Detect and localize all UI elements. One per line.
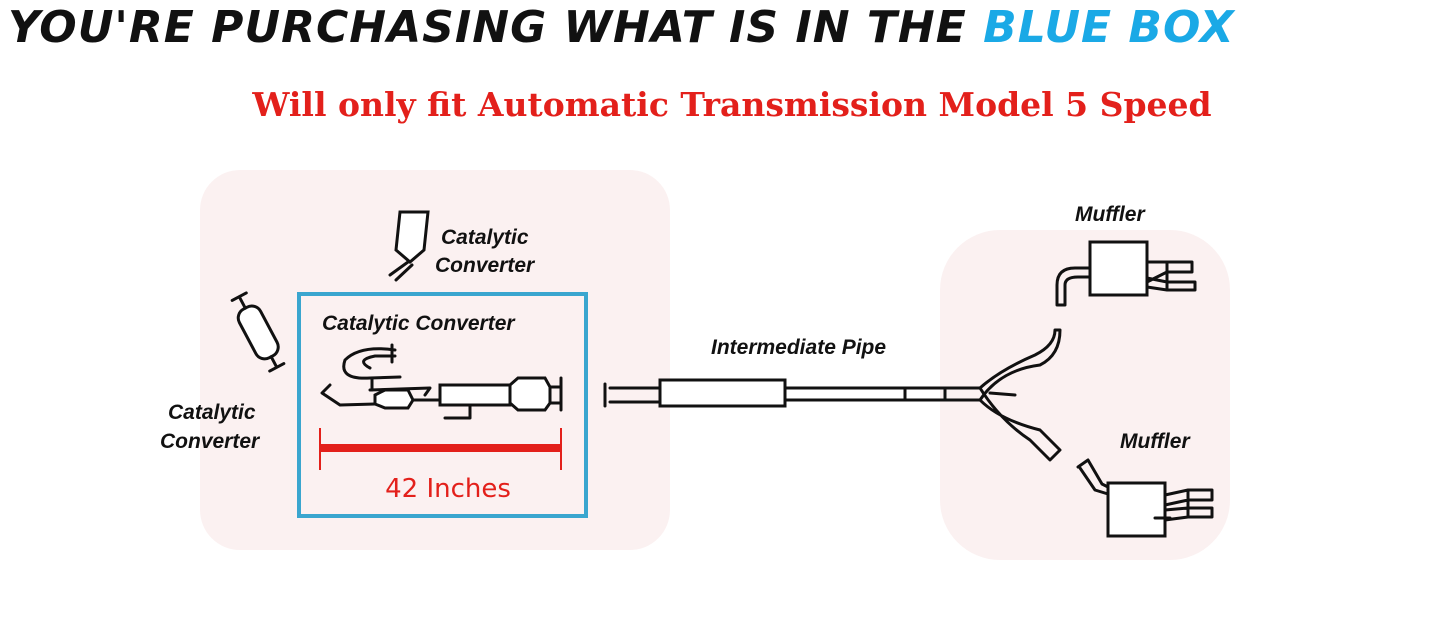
measurement-label: 42 Inches	[385, 474, 511, 504]
header-title: YOU'RE PURCHASING WHAT IS IN THE BLUE BO…	[8, 2, 1236, 53]
catalytic-converter-top-drawing	[388, 210, 430, 282]
label-catalytic-left-1: Catalytic	[168, 401, 256, 424]
label-catalytic-top-1: Catalytic	[441, 226, 529, 249]
fitment-notice: Will only fit Automatic Transmission Mod…	[251, 85, 1211, 124]
y-pipe-catalytic-drawing	[320, 343, 563, 420]
background-watermark	[200, 170, 1230, 560]
catalytic-converter-left-drawing	[230, 291, 286, 373]
label-muffler-top: Muffler	[1075, 203, 1146, 226]
label-catalytic-left-2: Converter	[160, 430, 261, 453]
label-catalytic-box: Catalytic Converter	[322, 312, 516, 335]
measurement-bar	[319, 428, 562, 470]
muffler-bottom-drawing	[1076, 458, 1214, 538]
label-muffler-bottom: Muffler	[1120, 430, 1191, 453]
label-intermediate-pipe: Intermediate Pipe	[711, 336, 886, 359]
muffler-top-drawing	[1055, 240, 1197, 307]
label-catalytic-top-2: Converter	[435, 254, 536, 277]
blue-box-highlight	[297, 292, 588, 518]
intermediate-pipe-drawing	[603, 328, 1062, 462]
